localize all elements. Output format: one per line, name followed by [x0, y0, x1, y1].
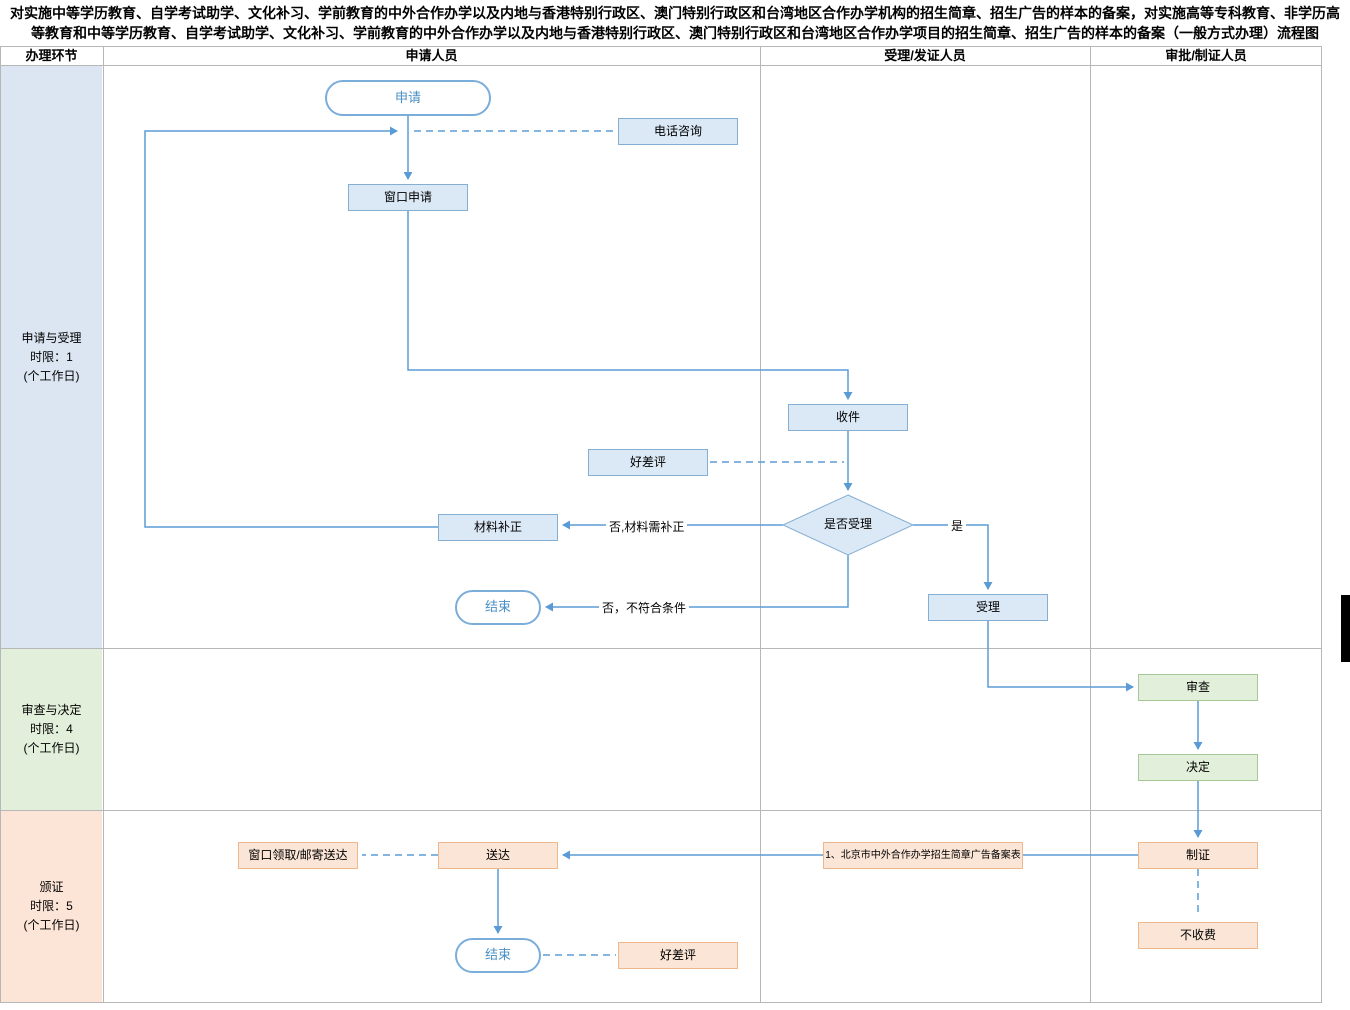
node-end-1: 结束 [455, 590, 541, 625]
node-receive: 收件 [788, 404, 908, 431]
black-edge-artifact [1341, 595, 1350, 662]
lane-review-decide: 审查与决定 时限：4 (个工作日) [1, 649, 102, 810]
lane-name: 申请与受理 [21, 330, 82, 345]
lane-unit: (个工作日) [23, 368, 80, 383]
node-rating-2: 好差评 [618, 942, 738, 969]
node-review: 审查 [1138, 674, 1258, 701]
lane-name: 审查与决定 [21, 703, 82, 717]
edge-label-yes: 是 [948, 517, 967, 534]
edge-label-no-fix: 否,材料需补正 [606, 518, 688, 535]
lane-name: 颁证 [39, 880, 64, 894]
node-window-apply: 窗口申请 [348, 184, 468, 211]
flow-connectors [144, 116, 1203, 956]
node-decide: 决定 [1138, 754, 1258, 781]
header-approval: 审批/制证人员 [1165, 48, 1247, 63]
node-rating-1: 好差评 [588, 449, 708, 476]
edge-label-no-reject: 否，不符合条件 [599, 599, 690, 616]
title-line-2: 等教育和中等学历教育、自学考试助学、文化补习、学前教育的中外合作办学以及内地与香… [31, 25, 1319, 41]
page-title: 对实施中等学历教育、自学考试助学、文化补习、学前教育的中外合作办学以及内地与香港… [0, 0, 1350, 46]
node-deliver: 送达 [438, 842, 558, 869]
node-end-2: 结束 [455, 938, 541, 973]
node-accept-decision: 是否受理 [823, 517, 872, 532]
lane-issue-cert: 颁证 时限：5 (个工作日) [1, 811, 102, 1002]
node-make-cert: 制证 [1138, 842, 1258, 869]
lane-unit: (个工作日) [23, 741, 80, 755]
node-record-form: 1、北京市中外合作办学招生简章广告备案表 [823, 842, 1023, 869]
lane-limit: 时限：4 [30, 722, 73, 736]
lane-unit: (个工作日) [23, 918, 80, 932]
header-process-step: 办理环节 [25, 48, 78, 63]
lane-limit: 时限：5 [30, 899, 73, 913]
header-applicant: 申请人员 [405, 48, 458, 63]
node-accept: 受理 [928, 594, 1048, 621]
lane-apply-accept: 申请与受理 时限：1 (个工作日) [1, 66, 102, 648]
node-pickup-mail: 窗口领取/邮寄送达 [238, 842, 358, 869]
node-material-fix: 材料补正 [438, 514, 558, 541]
header-acceptance: 受理/发证人员 [884, 48, 966, 63]
node-phone-consult: 电话咨询 [618, 118, 738, 145]
node-no-fee: 不收费 [1138, 922, 1258, 949]
node-apply-start: 申请 [325, 80, 491, 116]
lane-limit: 时限：1 [30, 349, 73, 364]
title-line-1: 对实施中等学历教育、自学考试助学、文化补习、学前教育的中外合作办学以及内地与香港… [10, 5, 1340, 21]
